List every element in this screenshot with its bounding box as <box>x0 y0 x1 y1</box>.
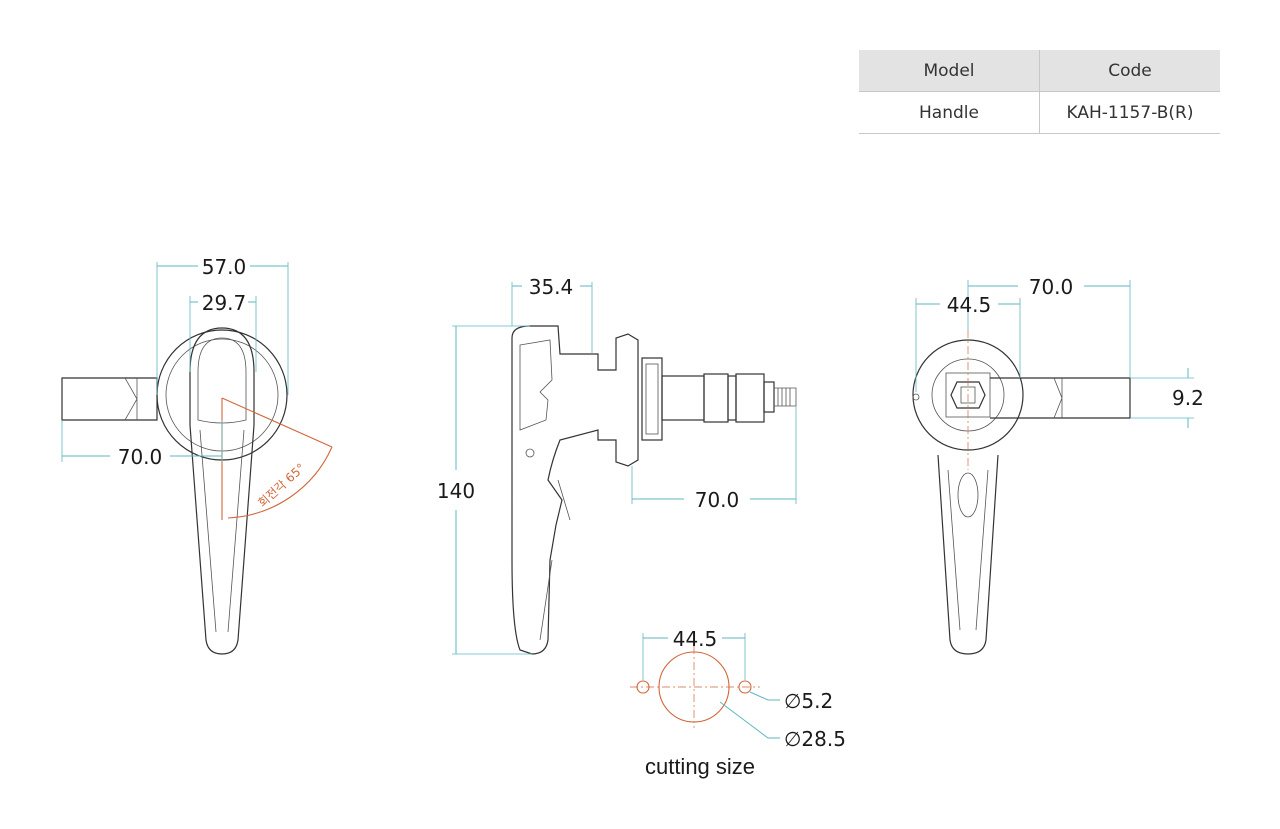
dim-rear-center: 44.5 <box>947 293 992 317</box>
side-shaft <box>661 375 705 421</box>
dim-rear-bar: 70.0 <box>1029 275 1074 299</box>
side-pin <box>525 448 535 458</box>
header-code: Code <box>1039 50 1220 92</box>
cell-code: KAH-1157-B(R) <box>1039 91 1220 134</box>
dim-side-shaft: 70.0 <box>695 488 740 512</box>
side-fitting-2 <box>735 373 765 423</box>
dim-bar-length: 70.0 <box>118 445 163 469</box>
rear-pin <box>912 393 920 401</box>
rotation-ray <box>221 397 333 448</box>
dim-width-total: 57.0 <box>202 255 247 279</box>
dim-small-hole: ∅5.2 <box>784 689 833 713</box>
side-thread <box>774 387 797 407</box>
side-grip <box>519 339 553 431</box>
dim-side-top: 35.4 <box>529 275 574 299</box>
table-row: Handle KAH-1157-B(R) <box>859 91 1220 134</box>
rear-view: 70.0 44.5 9.2 <box>912 275 1204 655</box>
dim-width-inner: 29.7 <box>202 291 247 315</box>
cutting-size: 44.5 ∅5.2 ∅28.5 cutting size <box>630 627 846 779</box>
front-lever-head <box>197 337 247 424</box>
dim-large-hole: ∅28.5 <box>784 727 846 751</box>
header-model: Model <box>859 50 1040 92</box>
rear-lever <box>937 454 999 655</box>
side-nut <box>641 357 663 441</box>
front-view: 회전각 65° 57.0 29.7 70.0 <box>61 255 333 655</box>
dim-side-height: 140 <box>437 479 475 503</box>
table-header-row: Model Code <box>859 50 1220 92</box>
rear-hex <box>950 381 986 409</box>
cell-model: Handle <box>859 91 1040 134</box>
rotation-arc <box>227 446 333 519</box>
dim-hole-spacing: 44.5 <box>673 627 718 651</box>
front-bar-end <box>124 377 138 421</box>
spec-table: Model Code Handle KAH-1157-B(R) <box>859 50 1220 134</box>
side-view: 35.4 140 70.0 <box>437 275 797 655</box>
side-fitting-1 <box>703 373 729 423</box>
front-bar <box>61 377 158 421</box>
cutting-caption: cutting size <box>645 754 755 779</box>
front-lever <box>189 327 255 655</box>
front-lever-groove <box>199 429 245 633</box>
rear-bar <box>990 377 1131 419</box>
side-body <box>511 325 639 655</box>
dim-rear-bar-width: 9.2 <box>1172 386 1204 410</box>
